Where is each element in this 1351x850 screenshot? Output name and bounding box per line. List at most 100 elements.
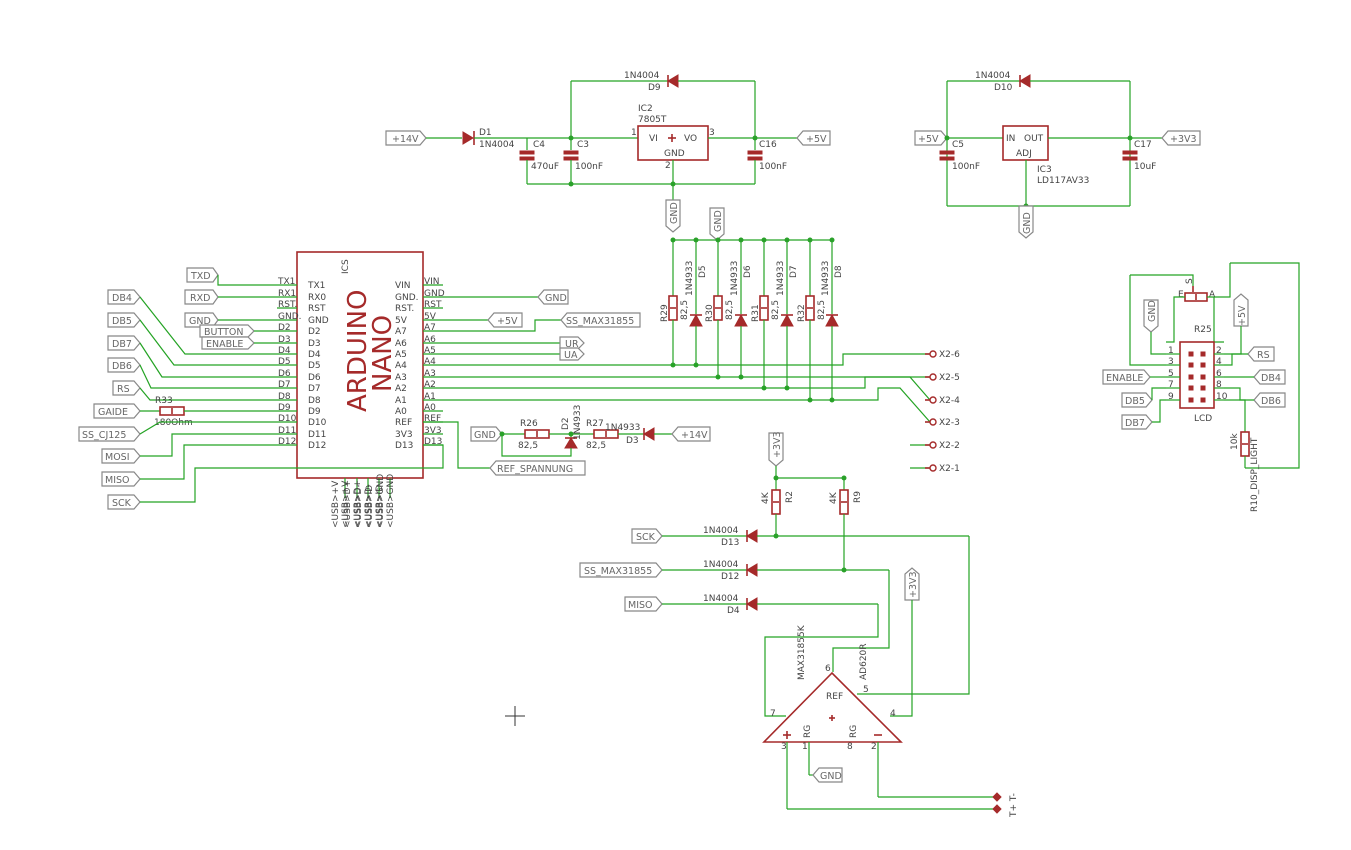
net-label-ss-max-ard: [560, 312, 641, 328]
arduino-rpin-4: A7: [395, 327, 407, 337]
ic2-name: IC2: [638, 104, 653, 114]
arduino-pin-d8: D8: [308, 396, 321, 406]
diode-d6: [734, 313, 748, 327]
net-label-sck-b: [631, 528, 663, 544]
net-label-lcd-db7: [1121, 414, 1153, 430]
arduino-pin-outer-d11: D11: [278, 426, 296, 436]
d3-name: D3: [626, 436, 639, 446]
arduino-pin-gnd: GND: [308, 316, 329, 326]
net-label-lcd-gnd-text: GND: [1147, 300, 1158, 322]
net-label-gnd-ic2: [665, 199, 681, 233]
r29-name: R29: [660, 304, 670, 322]
d10-name: D10: [994, 83, 1013, 93]
opamp-pin7: 7: [770, 709, 776, 719]
d1-value: 1N4004: [479, 140, 515, 150]
d1-name: D1: [479, 128, 492, 138]
capacitor-c3: [563, 150, 579, 155]
ic2-value: 7805T: [638, 115, 667, 125]
arduino-usb-pin-0: <USB>+V: [331, 480, 341, 528]
r30-value: 82,5: [725, 300, 735, 320]
net-label-db7-text: DB7: [112, 339, 132, 350]
regulator-3v3-section: +5V 1N4004 D10 C5 100nF IN OUT ADJ IC3 L…: [914, 71, 1201, 239]
net-label-miso: [101, 471, 141, 487]
arduino-right-nets: GND +5V SS_MAX31855 UR UA REF_SPANNUNG G…: [423, 289, 931, 476]
ic2-pin3: 3: [709, 128, 715, 138]
c4-name: C4: [533, 140, 545, 150]
arduino-rpin-7: A4: [395, 361, 407, 371]
c4-value: 470uF: [531, 162, 559, 172]
d7-value: 1N4933: [776, 261, 786, 296]
arduino-rpin-outer-11: A0: [424, 403, 436, 413]
ic2-vo: VO: [684, 134, 697, 144]
d2-name: D2: [561, 417, 571, 430]
lcd-pin-3: 3: [1168, 357, 1174, 367]
net-label-gnd-ard-text: GND: [189, 316, 211, 327]
x2-pin-3[interactable]: [929, 418, 937, 426]
net-label-ref-spannung: [489, 460, 586, 476]
r27-name: R27: [586, 419, 604, 429]
opamp-pin4: 4: [890, 709, 896, 719]
arduino-pin-d4: D4: [308, 350, 321, 360]
arduino-usb-pin-2: <USB>D-: [354, 484, 364, 528]
ic2-pin1: 1: [631, 128, 637, 138]
r10-value: 10k: [1230, 433, 1240, 450]
net-label-txd-text: TXD: [190, 271, 211, 282]
net-label-db7: [107, 335, 141, 351]
net-label-gnd-array-text: GND: [713, 210, 724, 232]
diode-d5: [689, 313, 703, 327]
net-label-gnd-r26: [470, 426, 503, 442]
arduino-rpin-outer-4: A7: [424, 323, 436, 333]
x2-pin-5[interactable]: [929, 373, 937, 381]
r9-name: R9: [853, 491, 863, 503]
net-label-ur: [559, 336, 585, 350]
c17-value: 10uF: [1134, 162, 1156, 172]
arduino-nano: ARDUINO NANO ICS TX1TX1RX0RX1RSTRST.GNDG…: [277, 251, 445, 528]
arduino-subtitle: NANO: [368, 315, 398, 392]
x2-label-2: X2-2: [939, 441, 960, 451]
x2-pin-2[interactable]: [929, 441, 937, 449]
arduino-rpin-13: 3V3: [395, 430, 413, 440]
arduino-rpin-outer-12: REF: [424, 414, 441, 424]
pot-a: A: [1209, 290, 1216, 300]
net-label-lcd-rs: [1247, 346, 1275, 362]
lcd-pin-1: 1: [1168, 346, 1174, 356]
arduino-rpin-11: A0: [395, 407, 407, 417]
diode-d1: [462, 131, 474, 145]
lcd-pin-9: 9: [1168, 392, 1174, 402]
net-label-gnd-ard: [184, 312, 219, 328]
net-label-5v-ard-text: +5V: [497, 316, 518, 327]
net-label-lcd-enable-text: ENABLE: [1106, 373, 1143, 384]
arduino-rpin-outer-8: A3: [424, 369, 436, 379]
opamp-pin8: 8: [847, 742, 853, 752]
arduino-rpin-outer-7: A4: [424, 357, 436, 367]
arduino-pin-d6: D6: [308, 373, 321, 383]
pot-e: E: [1178, 290, 1184, 300]
arduino-pin-rx0: RX0: [308, 293, 326, 303]
arduino-rpin-outer-6: A5: [424, 346, 436, 356]
net-label-miso-b: [624, 596, 663, 612]
lcd-name: LCD: [1194, 414, 1212, 424]
net-label-sck: [107, 494, 141, 510]
x2-label-1: X2-1: [939, 464, 960, 474]
net-label-button: [199, 324, 255, 338]
arduino-usb-outer-1: <USB>D+: [353, 480, 363, 528]
thermocouple-plus-pad: [992, 792, 1002, 802]
x2-pin-4[interactable]: [929, 396, 937, 404]
net-label-gnd-ic3: [1018, 205, 1034, 239]
r27-value: 82,5: [586, 441, 606, 451]
net-label-gnd-r26-text: GND: [474, 430, 496, 441]
x2-pin-6[interactable]: [929, 350, 937, 358]
regulator-7805-section: +14V D1 1N4004 1N4004 D9 C4 470uF C3 100…: [385, 71, 831, 233]
opamp-name: MAX31855K: [797, 624, 807, 680]
arduino-rpin-outer-3: 5V: [424, 312, 437, 322]
arduino-rpin-outer-10: A1: [424, 392, 436, 402]
net-label-14v-text: +14V: [392, 134, 419, 145]
c16-name: C16: [759, 140, 777, 150]
net-label-ss-cj125: [78, 426, 141, 442]
x2-pin-1[interactable]: [929, 464, 937, 472]
net-label-lcd-enable: [1102, 369, 1151, 385]
arduino-pin-d9: D9: [308, 407, 321, 417]
opamp-pin6: 6: [825, 664, 831, 674]
net-label-txd: [186, 267, 219, 283]
